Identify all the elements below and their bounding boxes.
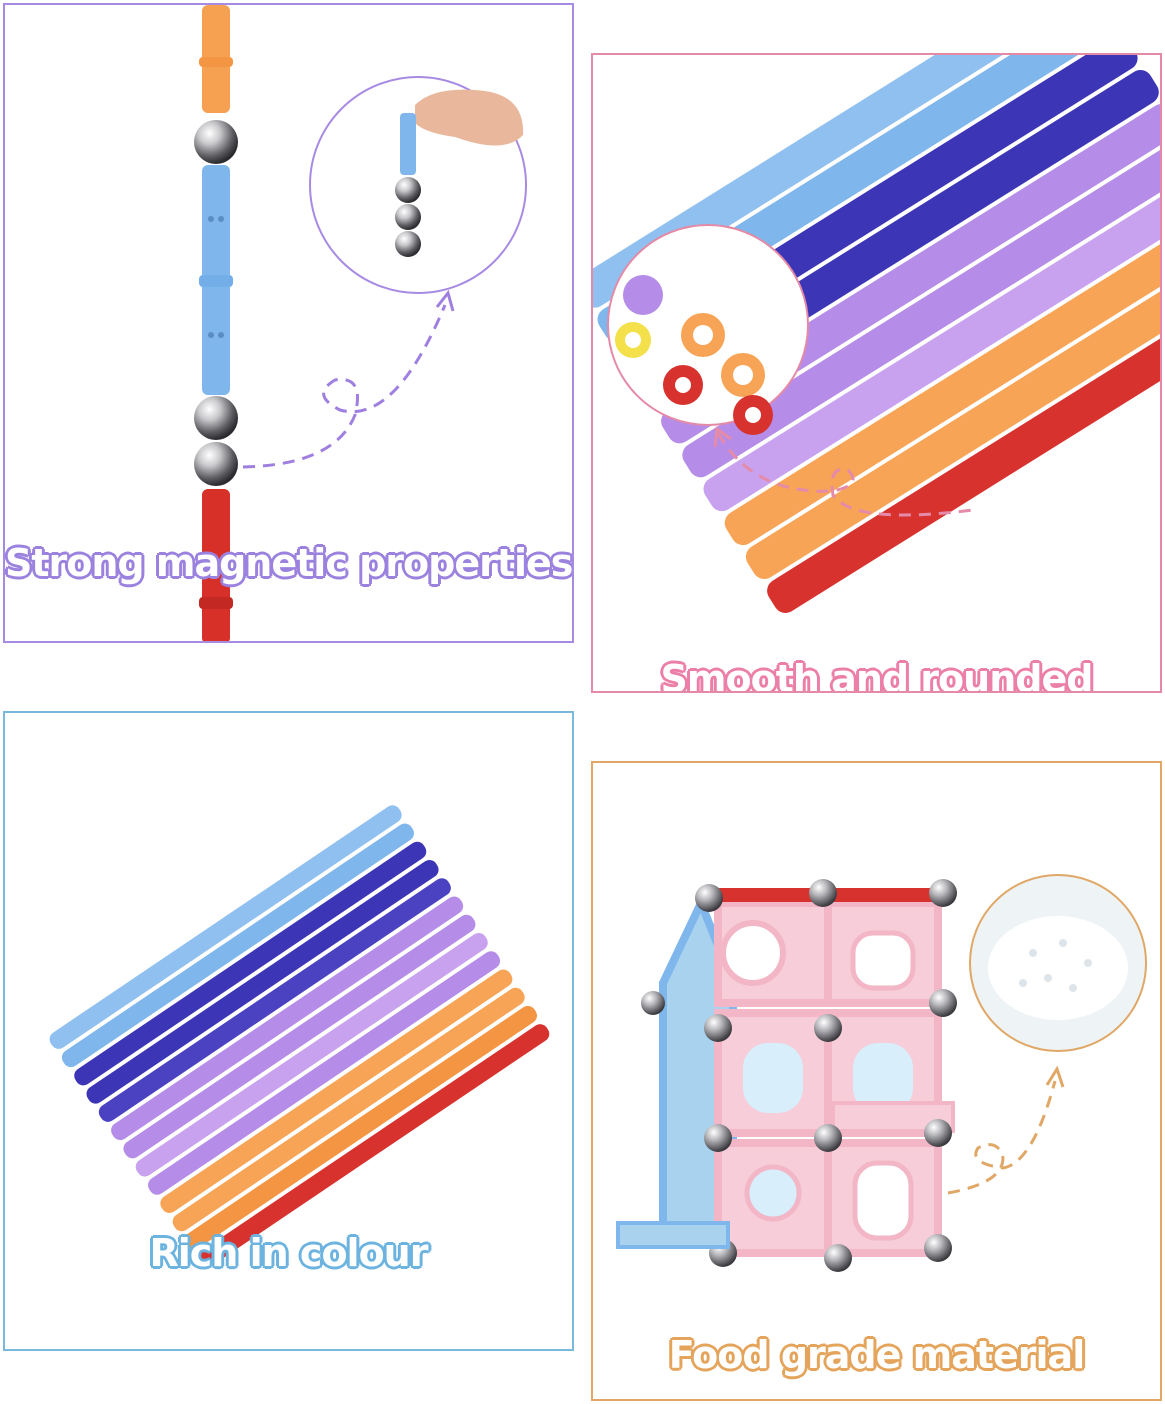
panel-colour: Rich in colour — [3, 711, 574, 1351]
arrow-head-icon — [435, 289, 455, 312]
caption-magnetic: Strong magnetic properties — [5, 541, 573, 585]
dashed-arrow — [947, 1080, 1057, 1195]
panel-food-grade: Food grade material — [591, 761, 1162, 1401]
finger — [415, 89, 524, 146]
rod-fan — [49, 805, 550, 1268]
magnetic-house — [616, 879, 957, 1272]
dashed-arrow — [716, 432, 974, 517]
magnet-ball — [194, 442, 238, 486]
magnet-ball — [194, 396, 238, 440]
caption-smooth: Smooth and rounded — [660, 657, 1094, 693]
house-illustration — [616, 874, 1147, 1272]
arrow-head-icon — [1045, 1065, 1065, 1088]
magnetic-illustration — [194, 5, 527, 641]
rods-spread-illustration — [49, 805, 550, 1268]
magnet-ball — [194, 120, 238, 164]
caption-food-grade: Food grade material — [668, 1333, 1085, 1377]
panel-smooth: Smooth and rounded — [591, 53, 1162, 693]
rod-ends — [615, 275, 773, 435]
caption-colour: Rich in colour — [149, 1231, 429, 1275]
panel-magnetic: Strong magnetic properties — [3, 3, 574, 643]
foam-beads — [988, 916, 1128, 1020]
dashed-arrow — [242, 304, 447, 469]
arrow-head-icon — [713, 426, 732, 448]
rods-closeup-illustration — [593, 55, 1160, 613]
